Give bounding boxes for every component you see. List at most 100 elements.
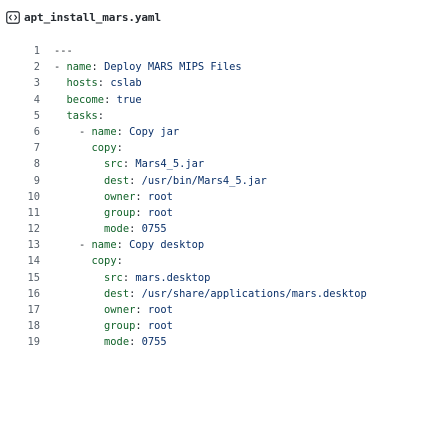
- yaml-key: copy: [91, 255, 117, 268]
- code-line: 5 tasks:: [0, 108, 444, 124]
- code-line: 14 copy:: [0, 253, 444, 269]
- indent: [54, 191, 104, 203]
- code-line: 6 - name: Copy jar: [0, 124, 444, 140]
- indent: [54, 288, 104, 300]
- line-number: 7: [33, 142, 40, 155]
- yaml-separator: :: [97, 109, 105, 122]
- line-number: 16: [27, 287, 40, 300]
- line-number: 5: [33, 109, 40, 122]
- indent: [54, 110, 67, 122]
- line-content: mode: 0755: [40, 221, 167, 237]
- code-line: 12 mode: 0755: [0, 221, 444, 237]
- yaml-key: mode: [104, 336, 130, 349]
- indent: [54, 336, 104, 348]
- line-content: become: true: [40, 92, 142, 108]
- yaml-key: name: [66, 61, 92, 74]
- indent: [54, 142, 92, 154]
- yaml-value: root: [147, 206, 173, 219]
- indent: [54, 223, 104, 235]
- line-content: tasks:: [40, 108, 105, 124]
- yaml-separator: :: [116, 142, 123, 155]
- yaml-value: 0755: [141, 223, 167, 236]
- indent: [54, 272, 104, 284]
- line-content: - name: Copy desktop: [40, 237, 204, 253]
- list-dash: -: [54, 61, 67, 74]
- yaml-key: mode: [104, 223, 130, 236]
- indent: [54, 304, 104, 316]
- line-number: 3: [33, 77, 40, 90]
- indent: [54, 77, 67, 89]
- yaml-key: name: [91, 125, 117, 138]
- yaml-separator: :: [129, 174, 142, 187]
- line-content: copy:: [40, 140, 123, 156]
- code-line: 9 dest: /usr/bin/Mars4_5.jar: [0, 173, 444, 189]
- yaml-separator: :: [129, 336, 142, 349]
- line-number: 18: [27, 320, 40, 333]
- line-content: owner: root: [40, 302, 173, 318]
- yaml-separator: :: [91, 61, 105, 74]
- yaml-value: true: [116, 93, 142, 106]
- yaml-separator: :: [122, 158, 136, 171]
- indent: [54, 126, 79, 138]
- yaml-value: cslab: [110, 77, 142, 90]
- code-line: 13 - name: Copy desktop: [0, 237, 444, 253]
- line-content: ---: [40, 43, 73, 59]
- yaml-key: src: [104, 271, 123, 284]
- yaml-key: src: [104, 158, 123, 171]
- yaml-separator: :: [122, 271, 136, 284]
- yaml-separator: :: [116, 239, 130, 252]
- line-number: 1: [33, 45, 40, 57]
- yaml-value: 0755: [141, 336, 167, 349]
- code-line: 16 dest: /usr/share/applications/mars.de…: [0, 286, 444, 302]
- line-number: 13: [27, 239, 40, 252]
- yaml-value: root: [147, 190, 173, 203]
- yaml-value: Copy jar: [129, 125, 180, 138]
- line-content: - name: Deploy MARS MIPS Files: [40, 59, 242, 75]
- file-name[interactable]: apt_install_mars.yaml: [24, 10, 161, 24]
- indent: [54, 255, 92, 267]
- yaml-value: root: [147, 320, 173, 333]
- indent: [54, 239, 79, 251]
- indent: [54, 320, 104, 332]
- yaml-separator: :: [135, 206, 148, 219]
- yaml-separator: :: [135, 304, 148, 316]
- line-content: group: root: [40, 318, 173, 334]
- line-content: hosts: cslab: [40, 75, 142, 91]
- code-line: 17 owner: root: [0, 302, 444, 318]
- line-number: 17: [27, 304, 40, 316]
- line-number: 11: [27, 206, 40, 219]
- yaml-key: become: [66, 93, 105, 106]
- yaml-value: root: [147, 304, 173, 316]
- yaml-key: hosts: [66, 77, 98, 90]
- line-number: 19: [27, 336, 40, 349]
- yaml-key: tasks: [66, 109, 98, 122]
- file-header: apt_install_mars.yaml: [6, 6, 161, 28]
- line-number: 14: [27, 255, 40, 268]
- yaml-key: dest: [104, 174, 130, 187]
- yaml-value: mars.desktop: [135, 271, 211, 284]
- line-number: 9: [33, 174, 40, 187]
- code-line: 10 owner: root: [0, 189, 444, 205]
- line-number: 8: [33, 158, 40, 171]
- yaml-separator: :: [104, 93, 117, 106]
- line-number: 10: [27, 190, 40, 203]
- line-number: 6: [33, 125, 40, 138]
- indent: [54, 175, 104, 187]
- line-content: group: root: [40, 205, 173, 221]
- code-line: 8 src: Mars4_5.jar: [0, 156, 444, 172]
- yaml-key: group: [104, 320, 136, 333]
- line-number: 4: [33, 93, 40, 106]
- line-number: 12: [27, 223, 40, 236]
- yaml-separator: :: [129, 287, 142, 300]
- code-line: 2- name: Deploy MARS MIPS Files: [0, 59, 444, 75]
- yaml-separator: :: [135, 190, 148, 203]
- code-line: 11 group: root: [0, 205, 444, 221]
- yaml-key: group: [104, 206, 136, 219]
- yaml-key: name: [91, 239, 117, 252]
- list-dash: -: [79, 239, 92, 252]
- yaml-separator: :: [116, 125, 130, 138]
- yaml-separator: :: [129, 223, 142, 236]
- code-line: 3 hosts: cslab: [0, 75, 444, 91]
- yaml-separator: :: [97, 77, 111, 90]
